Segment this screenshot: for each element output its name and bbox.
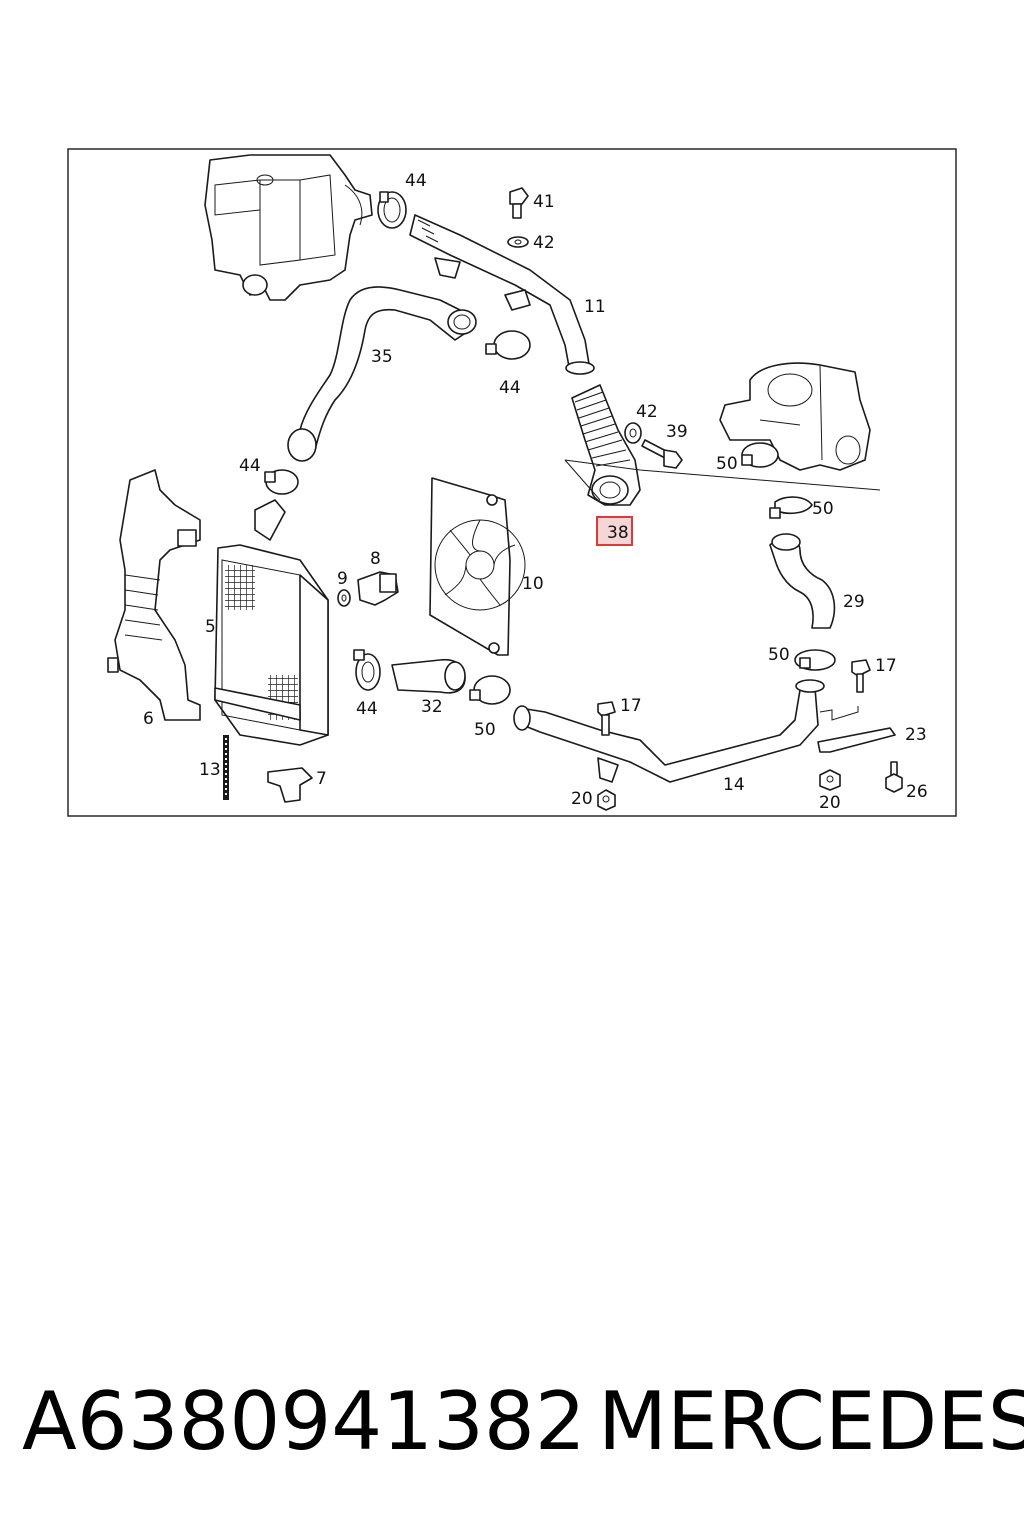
label-17-right: 17 (875, 656, 897, 676)
clamp-44-top (377, 191, 407, 229)
bracket-7 (267, 767, 313, 803)
washer-42-right (624, 422, 642, 444)
label-32: 32 (421, 697, 443, 717)
label-50-pump: 50 (716, 454, 738, 474)
label-10: 10 (522, 574, 544, 594)
pipe-14 (513, 679, 825, 783)
label-17-middle: 17 (620, 696, 642, 716)
label-20-right: 20 (819, 793, 841, 813)
diagram-frame (67, 148, 957, 817)
label-14: 14 (723, 775, 745, 795)
bolt-39 (641, 439, 683, 469)
parts-diagram: 44 41 42 11 35 44 42 39 50 44 50 38 8 9 … (67, 148, 957, 817)
label-41: 41 (533, 192, 555, 212)
label-42-right: 42 (636, 402, 658, 422)
nut-20-right (819, 769, 841, 791)
label-50-bottom: 50 (474, 720, 496, 740)
hose-29 (769, 533, 836, 629)
label-35: 35 (371, 347, 393, 367)
label-38: 38 (607, 523, 629, 543)
clamp-44-middle (485, 330, 531, 360)
leader-lines (564, 459, 881, 501)
label-11: 11 (584, 297, 606, 317)
label-6: 6 (143, 709, 154, 729)
bolt-17-right (851, 659, 871, 693)
bolt-26 (885, 761, 903, 793)
label-29: 29 (843, 592, 865, 612)
footer: A6380941382 MERCEDES (0, 1372, 1024, 1472)
bolt-17-middle (597, 701, 616, 736)
washer-9 (337, 589, 351, 607)
nut-20-left (597, 789, 616, 811)
label-44-bottom: 44 (356, 699, 378, 719)
hose-11 (409, 214, 595, 375)
label-23: 23 (905, 725, 927, 745)
hose-38 (571, 384, 641, 506)
part-number: A6380941382 (22, 1375, 586, 1468)
label-26: 26 (906, 782, 928, 802)
radiator-5 (214, 499, 329, 746)
sensor-8 (357, 571, 399, 606)
label-13: 13 (199, 760, 221, 780)
label-44-left: 44 (239, 456, 261, 476)
bolt-41 (509, 187, 529, 219)
label-50-lower-right: 50 (768, 645, 790, 665)
label-8: 8 (370, 549, 381, 569)
label-42-top: 42 (533, 233, 555, 253)
label-39: 39 (666, 422, 688, 442)
label-5: 5 (205, 617, 216, 637)
water-pump (719, 362, 871, 471)
label-44-middle: 44 (499, 378, 521, 398)
fan-10 (429, 477, 526, 656)
label-9: 9 (337, 569, 348, 589)
label-7: 7 (316, 769, 327, 789)
clamp-50-pump (741, 442, 779, 468)
clamp-44-left (264, 469, 299, 495)
brand-name: MERCEDES (598, 1375, 1024, 1468)
hose-32 (391, 658, 466, 694)
highlight-box-38 (596, 516, 633, 546)
clamp-50-lower-right (794, 649, 836, 671)
bracket-23 (817, 706, 896, 753)
engine-housing (204, 154, 373, 301)
washer-42-top (507, 236, 529, 248)
label-20-left: 20 (571, 789, 593, 809)
hose-35 (287, 286, 477, 462)
label-50-right: 50 (812, 499, 834, 519)
clamp-44-bottom (353, 649, 381, 691)
bracket-6 (107, 469, 201, 721)
clamp-50-bottom (469, 675, 511, 705)
label-44-top: 44 (405, 171, 427, 191)
clamp-50-right (769, 496, 813, 519)
